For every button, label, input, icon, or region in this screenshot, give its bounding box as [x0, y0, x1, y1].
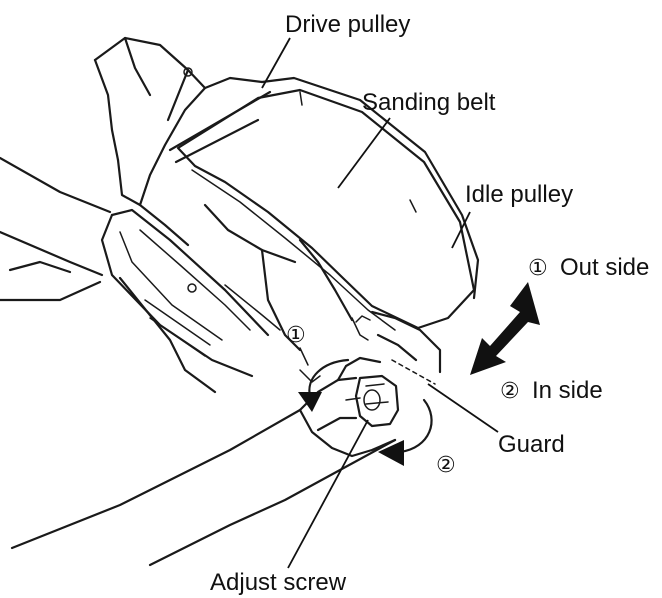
- leader-sanding-belt: [337, 117, 391, 189]
- leader-drive-pulley: [261, 37, 291, 89]
- marker-rotation-2: ②: [436, 453, 456, 478]
- rotation-arrow-2: [378, 398, 433, 466]
- rotation-arrowhead-1: [298, 392, 322, 412]
- sanding-arm: [176, 76, 480, 385]
- double-arrow-shape: [470, 282, 540, 375]
- marker-in-side: ②: [500, 379, 520, 404]
- direction-double-arrow: [470, 282, 540, 375]
- operator-hands: [0, 156, 397, 567]
- marker-rotation-1: ①: [286, 323, 306, 348]
- adjust-screw-knob: [354, 374, 400, 428]
- label-out-side: Out side: [560, 254, 649, 281]
- sander-body: [93, 36, 354, 394]
- label-guard: Guard: [498, 431, 565, 458]
- label-sanding-belt: Sanding belt: [362, 89, 496, 116]
- label-drive-pulley: Drive pulley: [285, 11, 410, 38]
- leader-idle-pulley: [451, 211, 471, 249]
- sanding-belt-shape: [176, 88, 476, 330]
- label-idle-pulley: Idle pulley: [465, 181, 573, 208]
- marker-out-side: ①: [528, 256, 548, 281]
- rotation-arrowhead-2: [378, 440, 404, 466]
- leader-lines: [261, 37, 499, 569]
- label-in-side: In side: [532, 377, 603, 404]
- label-adjust-screw: Adjust screw: [210, 569, 347, 596]
- rotation-arrow-1: [298, 358, 350, 412]
- leader-adjust-screw: [287, 419, 369, 569]
- leader-guard: [427, 383, 499, 433]
